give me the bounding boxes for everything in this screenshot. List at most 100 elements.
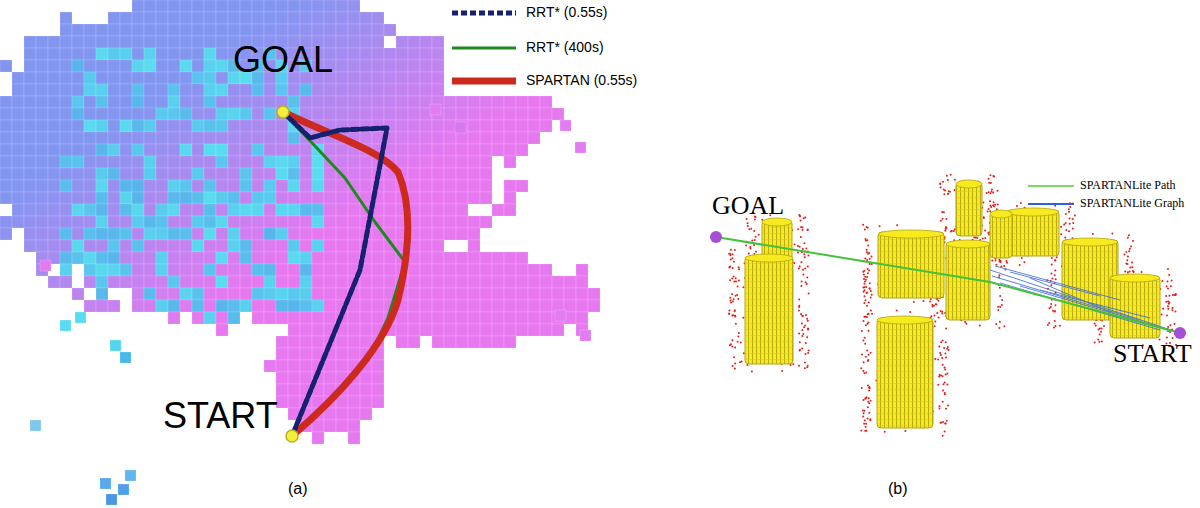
voxel bbox=[252, 0, 264, 12]
voxel bbox=[96, 96, 108, 108]
voxel bbox=[300, 288, 312, 300]
voxel bbox=[264, 180, 276, 192]
voxel bbox=[468, 324, 480, 336]
voxel bbox=[96, 180, 108, 192]
voxel bbox=[252, 192, 264, 204]
point-cloud-dot bbox=[865, 324, 867, 326]
voxel bbox=[60, 320, 71, 331]
voxel bbox=[420, 36, 432, 48]
voxel bbox=[420, 156, 432, 168]
point-cloud-dot bbox=[940, 422, 942, 424]
point-cloud-dot bbox=[937, 384, 939, 386]
voxel bbox=[348, 300, 360, 312]
point-cloud-dot bbox=[973, 236, 975, 238]
voxel bbox=[480, 252, 492, 264]
point-cloud-dot bbox=[990, 174, 992, 176]
voxel bbox=[324, 300, 336, 312]
voxel bbox=[36, 204, 48, 216]
point-cloud-dot bbox=[943, 211, 945, 213]
voxel bbox=[84, 120, 96, 132]
point-cloud-dot bbox=[799, 349, 801, 351]
voxel bbox=[108, 48, 120, 60]
voxel bbox=[180, 36, 192, 48]
point-cloud-dot bbox=[808, 349, 810, 351]
voxel bbox=[432, 84, 444, 96]
voxel bbox=[72, 60, 84, 72]
point-cloud-dot bbox=[801, 329, 803, 331]
voxel bbox=[444, 288, 456, 300]
voxel bbox=[40, 260, 51, 271]
voxel bbox=[312, 420, 324, 432]
point-cloud-dot bbox=[945, 218, 947, 220]
voxel bbox=[168, 192, 180, 204]
voxel bbox=[36, 48, 48, 60]
voxel bbox=[204, 12, 216, 24]
voxel bbox=[480, 324, 492, 336]
voxel bbox=[110, 340, 121, 351]
voxel bbox=[456, 300, 468, 312]
voxel bbox=[72, 48, 84, 60]
voxel bbox=[240, 180, 252, 192]
voxel bbox=[252, 12, 264, 24]
voxel bbox=[168, 240, 180, 252]
point-cloud-dot bbox=[942, 390, 944, 392]
voxel bbox=[432, 336, 444, 348]
voxel bbox=[12, 216, 24, 228]
point-cloud-dot bbox=[803, 217, 805, 219]
voxel bbox=[312, 300, 324, 312]
point-cloud-dot bbox=[758, 234, 760, 236]
voxel bbox=[168, 0, 180, 12]
voxel bbox=[72, 84, 84, 96]
voxel bbox=[420, 300, 432, 312]
voxel bbox=[180, 216, 192, 228]
point-cloud-dot bbox=[942, 364, 944, 366]
voxel bbox=[180, 288, 192, 300]
voxel bbox=[204, 84, 216, 96]
voxel bbox=[0, 120, 12, 132]
voxel bbox=[432, 324, 444, 336]
voxel bbox=[144, 264, 156, 276]
voxel bbox=[216, 252, 228, 264]
voxel bbox=[168, 264, 180, 276]
voxel bbox=[396, 108, 408, 120]
voxel bbox=[72, 252, 84, 264]
voxel bbox=[480, 144, 492, 156]
point-cloud-dot bbox=[868, 313, 870, 315]
voxel bbox=[336, 408, 348, 420]
point-cloud-dot bbox=[867, 360, 869, 362]
voxel bbox=[420, 228, 432, 240]
voxel bbox=[555, 310, 566, 321]
point-cloud-dot bbox=[799, 341, 801, 343]
voxel bbox=[192, 120, 204, 132]
point-cloud-dot bbox=[945, 408, 947, 410]
voxel bbox=[156, 300, 168, 312]
voxel bbox=[156, 72, 168, 84]
voxel bbox=[264, 312, 276, 324]
voxel bbox=[60, 264, 72, 276]
voxel bbox=[312, 276, 324, 288]
voxel bbox=[36, 120, 48, 132]
voxel bbox=[108, 264, 120, 276]
point-cloud-dot bbox=[864, 343, 866, 345]
point-cloud-dot bbox=[993, 201, 995, 203]
voxel bbox=[348, 96, 360, 108]
voxel bbox=[468, 108, 480, 120]
voxel bbox=[492, 312, 504, 324]
voxel bbox=[480, 132, 492, 144]
voxel bbox=[276, 180, 288, 192]
voxel bbox=[192, 60, 204, 72]
voxel bbox=[216, 264, 228, 276]
voxel bbox=[120, 276, 132, 288]
point-cloud-dot bbox=[802, 248, 804, 250]
voxel bbox=[504, 132, 516, 144]
voxel bbox=[336, 24, 348, 36]
voxel bbox=[0, 108, 12, 120]
point-cloud-dot bbox=[805, 281, 807, 283]
voxel bbox=[408, 132, 420, 144]
voxel bbox=[264, 216, 276, 228]
voxel bbox=[240, 240, 252, 252]
point-cloud-dot bbox=[805, 342, 807, 344]
point-cloud-dot bbox=[940, 220, 942, 222]
point-cloud-dot bbox=[862, 340, 864, 342]
voxel bbox=[144, 288, 156, 300]
